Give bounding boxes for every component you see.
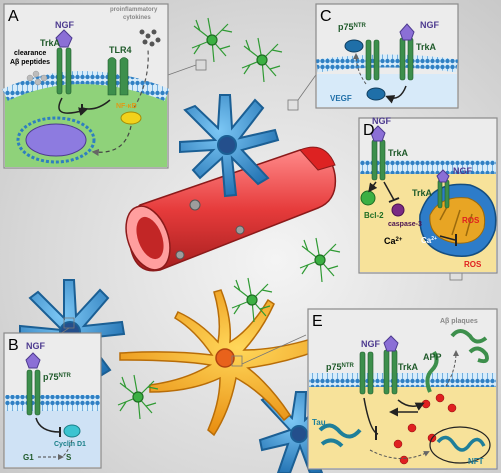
panel-c-letter: C (320, 8, 332, 25)
receptor-pair-icon (365, 37, 414, 81)
panel-d-ngf-label: NGF (372, 116, 392, 126)
panel-a-letter: A (8, 8, 19, 25)
panel-a-trka-label: TrkA (40, 38, 61, 48)
panel-c-trka-label: TrkA (416, 42, 437, 52)
trka-receptor-icon (56, 47, 72, 95)
ngf-icon (399, 23, 415, 41)
panel-a-abeta-label: Aβ peptides (10, 59, 50, 66)
panel-a-ngf-label: NGF (55, 20, 75, 30)
bcl2-icon (360, 190, 376, 206)
panel-d-caspase-label: caspase-3 (388, 221, 422, 228)
blood-vessel-icon (125, 146, 337, 272)
panel-b-s-label: S (66, 453, 72, 462)
panel-b-letter: B (8, 337, 19, 354)
panel-c-vegf-label: VEGF (330, 94, 352, 103)
ngf-icon (370, 125, 386, 142)
panel-a-cytokines-label: cytokines (123, 15, 151, 21)
abeta-plaques-icon (450, 329, 488, 344)
panel-b-ngf-label: NGF (26, 341, 46, 351)
panel-a: A NGF TrkA TLR4 clearance Aβ peptides pr… (2, 3, 170, 169)
panel-e-app-label: APP (423, 352, 442, 362)
p75-receptor-icon (26, 369, 41, 416)
trka-receptor-icon (371, 139, 386, 181)
panel-b-cyclin-label: Cyclin D1 (54, 441, 86, 448)
nft-ring-icon (429, 426, 491, 464)
panel-b-g1-label: G1 (23, 453, 34, 462)
panel-d: D NGF TrkA NGF TrkA Bcl-2 caspase-3 Ca2+… (358, 116, 498, 274)
panel-e-plaques-label: Aβ plaques (440, 318, 478, 325)
cytokines-icon (139, 29, 161, 47)
nft-icon (436, 435, 486, 452)
receptor-pair-icon (359, 349, 398, 395)
panel-d-letter: D (363, 122, 375, 139)
ngf-icon (436, 169, 450, 183)
panel-e-ngf-label: NGF (361, 339, 381, 349)
panel-b-p75-label: p75NTR (43, 372, 72, 382)
panel-d-ros2-label: ROS (464, 260, 482, 269)
panel-e-trka-label: TrkA (398, 362, 419, 372)
panel-a-tlr4-label: TLR4 (109, 45, 132, 55)
ngf-icon (55, 29, 73, 48)
panel-e: E NGF p75NTR TrkA APP Aβ plaques Tau NFT (307, 308, 498, 470)
nfkb-icon (120, 111, 142, 125)
ngf-icon (25, 352, 41, 369)
panel-d-ca-label: Ca2+ (384, 236, 403, 246)
panel-c-p75-label: p75NTR (338, 22, 367, 32)
microglia-icon (117, 17, 341, 420)
astrocyte-icon (179, 94, 280, 198)
app-icon (425, 350, 439, 393)
panel-e-nft-label: NFT (468, 457, 484, 466)
panel-d-ros-label: ROS (462, 216, 480, 225)
panel-e-tau-label: Tau (312, 418, 326, 427)
panel-a-nfkb-label: NF-κB (116, 103, 137, 110)
secretase-cut-icon (393, 393, 457, 465)
abeta-peptides-icon (26, 70, 48, 86)
neuron-icon (119, 289, 386, 437)
panel-a-clearance-label: clearance (14, 50, 46, 57)
vegf-icon (366, 87, 386, 101)
panel-d-bcl2-label: Bcl-2 (364, 211, 384, 220)
panel-b: B NGF p75NTR Cyclin D1 G1 S (3, 332, 102, 469)
cyclin-d1-icon (63, 424, 81, 438)
panel-c: C NGF p75NTR TrkA VEGF (315, 3, 459, 109)
ngf-icon (383, 335, 399, 352)
caspase3-icon (391, 203, 405, 217)
panel-d-trka2-label: TrkA (412, 188, 433, 198)
tau-icon (318, 423, 362, 439)
panel-e-letter: E (312, 313, 323, 330)
panel-a-proinflammatory-label: proinflammatory (110, 7, 158, 13)
panel-d-ngf2-label: NGF (453, 166, 473, 176)
panel-c-ngf-label: NGF (420, 20, 440, 30)
nucleus-icon (16, 116, 96, 164)
panel-d-trka-label: TrkA (388, 148, 409, 158)
vegf-icon (344, 39, 364, 53)
panel-d-ca-mito-label: Ca2+ (421, 236, 437, 245)
panel-e-p75-label: p75NTR (326, 362, 355, 372)
tlr4-receptor-icon (107, 57, 129, 96)
